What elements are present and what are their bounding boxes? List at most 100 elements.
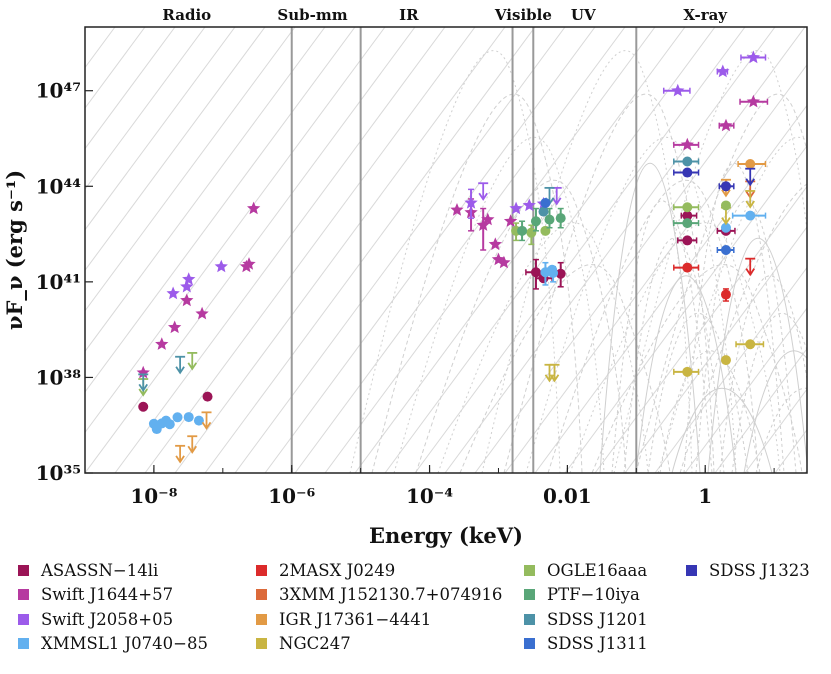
upper-limit-arrow	[138, 388, 148, 397]
model-line	[324, 27, 656, 473]
model-line	[85, 27, 206, 191]
legend-swatch	[524, 613, 535, 625]
model-curve	[635, 275, 737, 473]
data-point	[538, 206, 549, 217]
y-axis-title: νF_ν (erg s⁻¹)	[2, 170, 27, 330]
legend-swatch	[524, 589, 535, 601]
model-line	[594, 185, 807, 473]
legend-label: 3XMM J152130.7+074916	[279, 585, 503, 605]
legend-column: SDSS J1323	[686, 558, 810, 583]
legend-label: ASASSN−14li	[41, 560, 159, 580]
legend-item: OGLE16aaa	[524, 558, 648, 583]
upper-limit-arrow	[201, 421, 212, 430]
legend-item: SDSS J1201	[524, 607, 648, 632]
band-boundaries	[290, 27, 638, 473]
model-curve	[635, 93, 807, 473]
legend-swatch	[256, 638, 267, 650]
data-point	[720, 355, 731, 366]
legend-label: Swift J1644+57	[41, 585, 174, 605]
model-curve	[371, 93, 583, 473]
model-line	[714, 347, 807, 473]
band-label: X-ray	[683, 6, 728, 24]
data-point	[720, 200, 731, 211]
legend-swatch	[256, 564, 267, 576]
legend-label: Swift J2058+05	[41, 609, 174, 629]
model-line	[534, 104, 807, 473]
legend-label: XMMSL1 J0740−85	[41, 634, 208, 654]
legend-item: XMMSL1 J0740−85	[18, 632, 208, 657]
x-tick-label: 10⁻⁶	[268, 484, 315, 508]
data-point-star	[680, 137, 694, 151]
data-point-star	[242, 257, 256, 270]
band-label: Sub-mm	[277, 6, 347, 24]
legend-label: 2MASX J0249	[279, 560, 396, 580]
model-curve	[731, 312, 807, 473]
data-point-star	[182, 272, 196, 285]
y-tick-label: 10⁴⁴	[36, 174, 82, 198]
upper-limit-arrow	[745, 178, 755, 187]
model-line	[234, 27, 566, 473]
model-curve	[415, 179, 627, 473]
legend-item: SDSS J1323	[686, 558, 810, 583]
data-point-star	[166, 286, 180, 300]
upper-limit-arrow	[175, 455, 185, 464]
legend-label: SDSS J1323	[709, 560, 810, 580]
legend-item: Swift J2058+05	[18, 607, 208, 632]
legend-item: 2MASX J0249	[256, 558, 502, 583]
legend-swatch	[256, 613, 267, 625]
legend-item: ASASSN−14li	[18, 558, 208, 583]
data-point-star	[180, 293, 194, 307]
data-point	[547, 264, 558, 275]
data-point-star	[450, 203, 464, 216]
model-curve	[349, 50, 561, 473]
model-curve	[459, 264, 671, 473]
upper-limit-arrow	[721, 189, 731, 198]
model-line	[354, 27, 686, 473]
model-curve	[679, 183, 807, 473]
model-line	[85, 27, 296, 312]
band-label: Radio	[162, 6, 211, 24]
model-curve	[591, 264, 803, 473]
legend-label: OGLE16aaa	[547, 560, 648, 580]
x-tick-label: 10⁻⁸	[130, 484, 177, 508]
band-label: UV	[571, 6, 596, 24]
model-curve	[755, 388, 807, 473]
legend-label: IGR J17361−4441	[279, 609, 432, 629]
legend-label: NGC247	[279, 634, 351, 654]
x-axis-title: Energy (keV)	[369, 523, 523, 548]
data-point-star	[214, 259, 228, 273]
data-point-star	[746, 50, 760, 64]
legend-item: PTF−10iya	[524, 583, 648, 608]
upper-limit-arrow	[187, 362, 197, 371]
model-curve	[671, 388, 773, 473]
data-point	[720, 222, 731, 233]
legend-swatch	[524, 564, 535, 576]
data-point	[682, 262, 693, 273]
legend-label: SDSS J1311	[547, 634, 648, 654]
legend-item: 3XMM J152130.7+074916	[256, 583, 502, 608]
data-point-star	[719, 118, 733, 132]
y-tick-label: 10³⁸	[36, 365, 82, 389]
data-point	[540, 197, 551, 208]
legend-swatch	[686, 564, 697, 576]
legend-label: PTF−10iya	[547, 585, 640, 605]
model-line	[624, 226, 807, 473]
x-tick-label: 0.01	[543, 484, 592, 508]
y-tick-label: 10⁴⁷	[36, 79, 81, 103]
data-point-star	[497, 255, 511, 269]
data-point	[530, 267, 541, 278]
model-curve	[707, 237, 807, 473]
legend-swatch	[18, 589, 29, 601]
data-point	[682, 366, 693, 377]
data-point-star	[522, 198, 536, 212]
y-tick-label: 10⁴¹	[36, 270, 81, 294]
data-point	[682, 218, 693, 229]
model-curve	[695, 200, 797, 473]
x-tick-label: 1	[698, 484, 712, 508]
model-line	[774, 428, 807, 473]
data-point-star	[180, 279, 194, 293]
